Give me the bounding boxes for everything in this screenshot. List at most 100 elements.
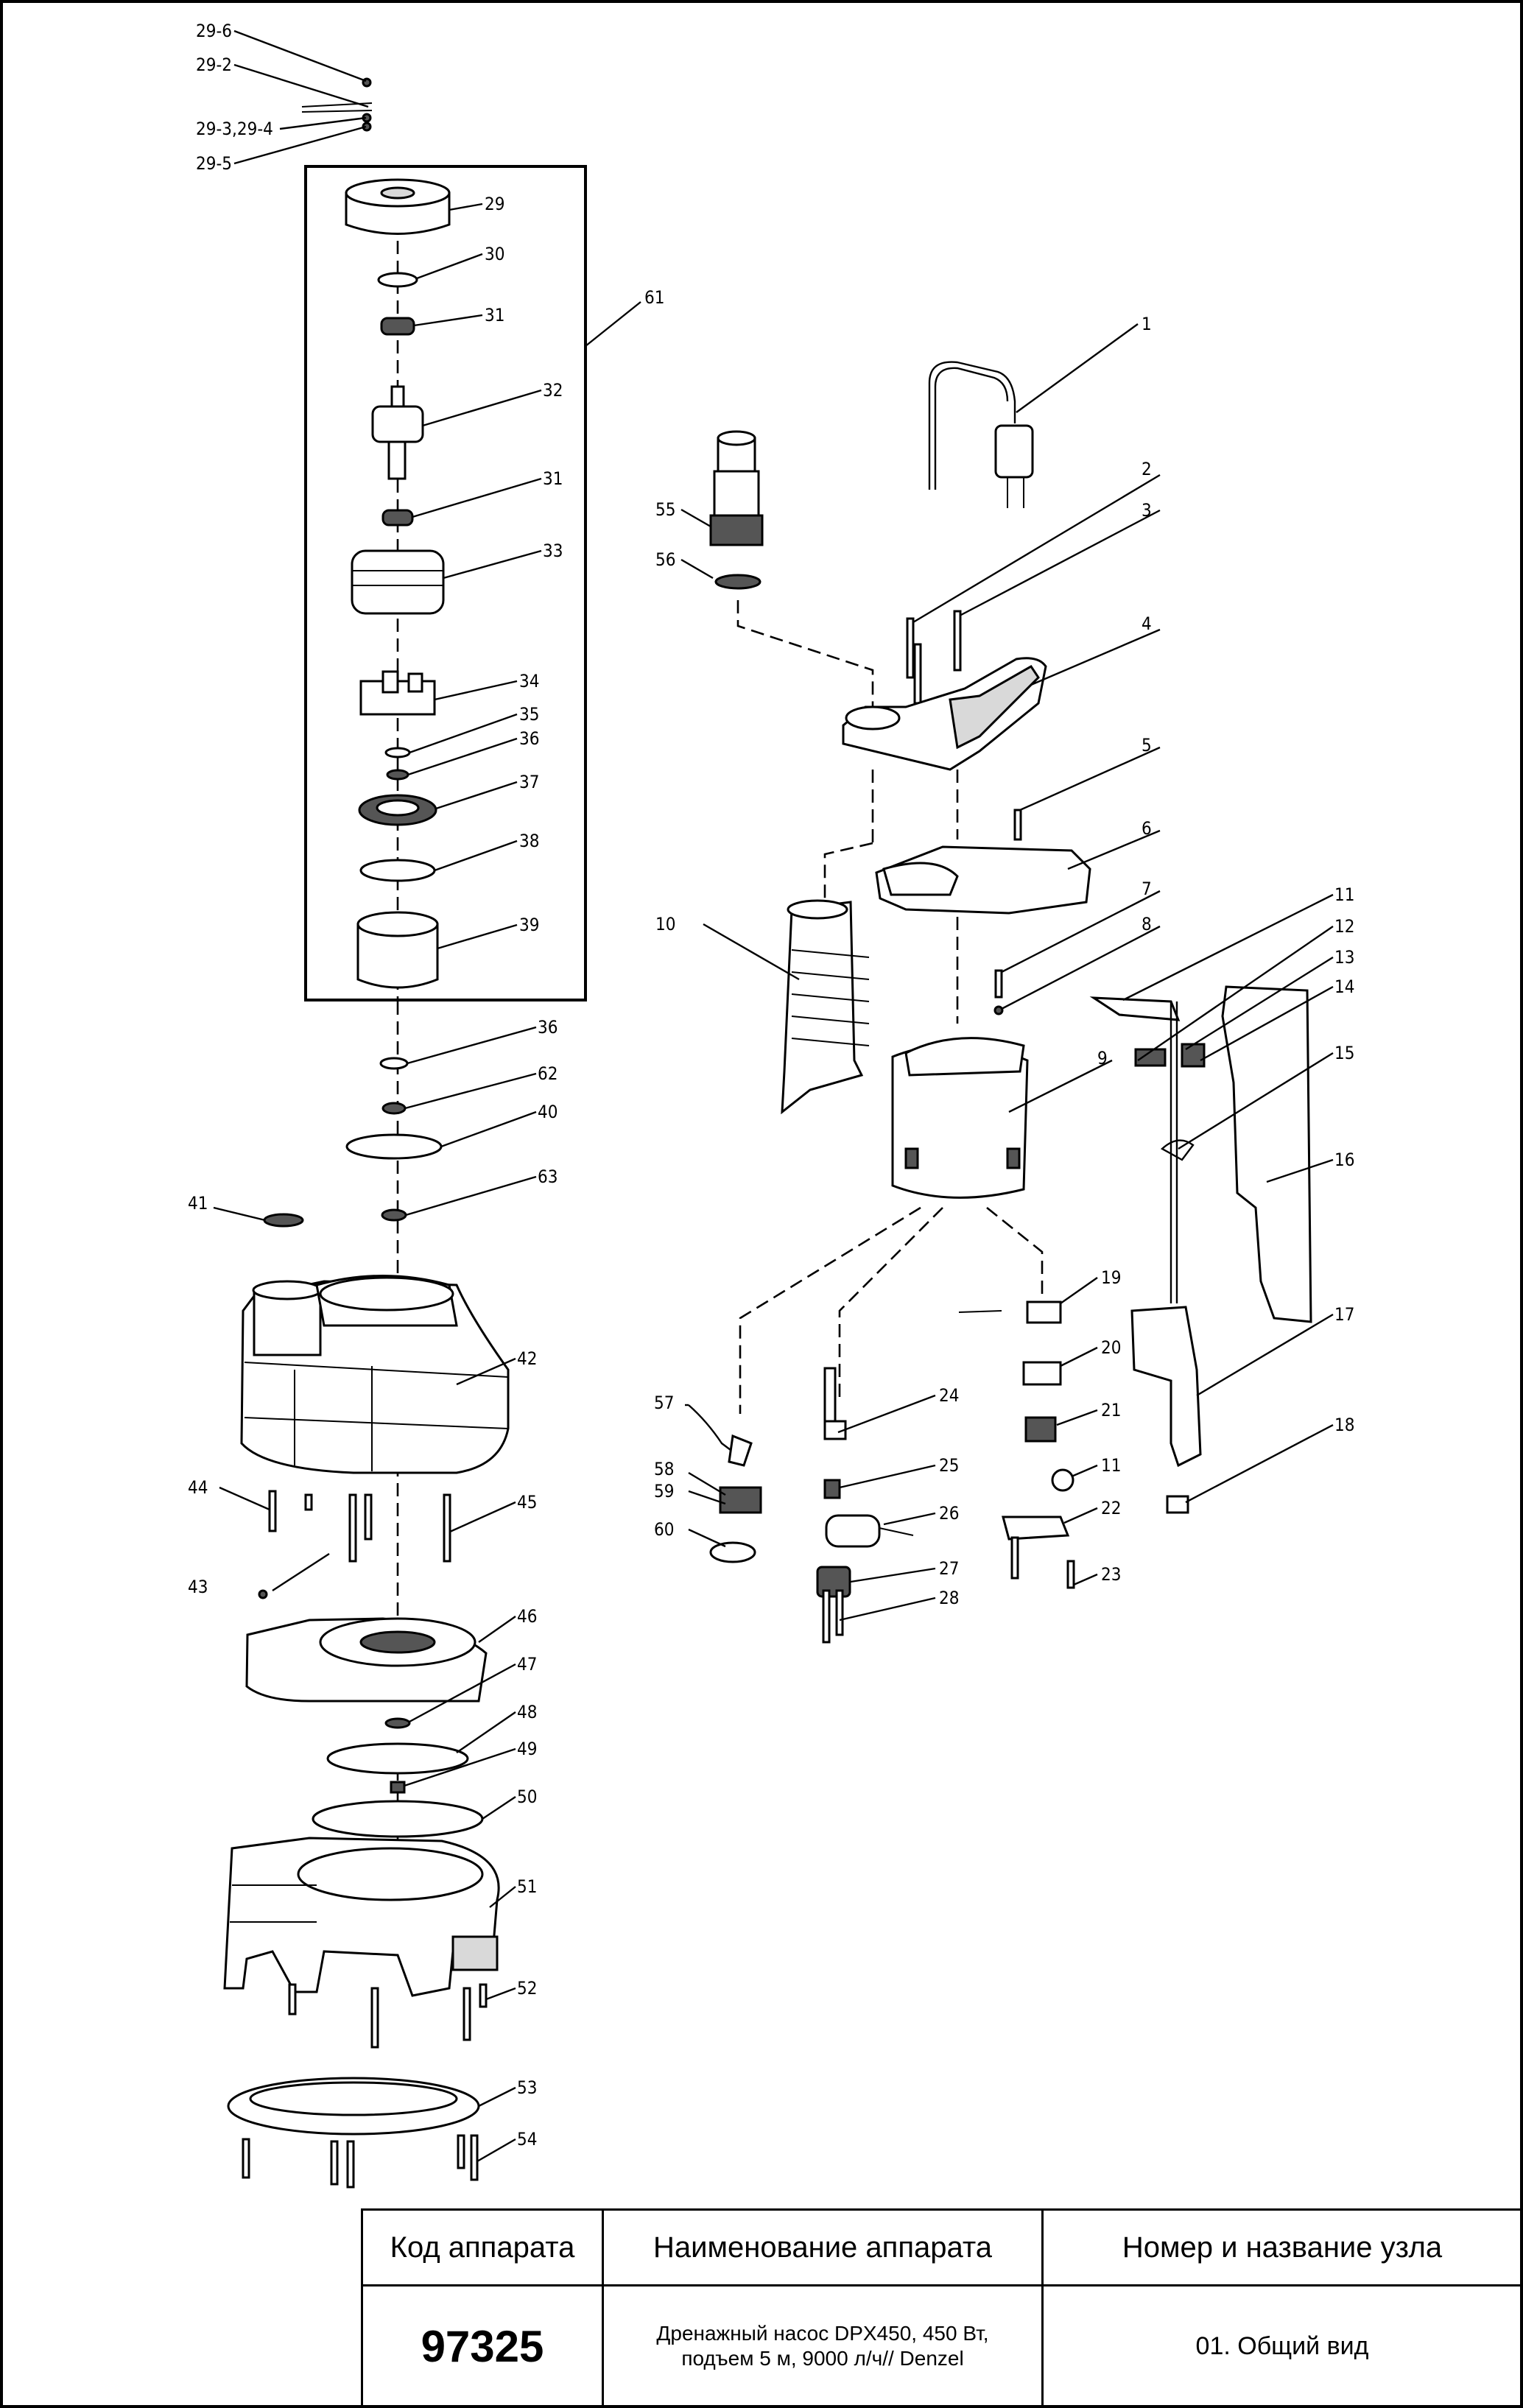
callout-53: 53 <box>517 2077 537 2098</box>
header-code: Код аппарата <box>361 2208 604 2286</box>
part-42-housing <box>240 1275 510 1474</box>
callout-43: 43 <box>188 1577 208 1597</box>
callout-33: 33 <box>543 541 563 561</box>
callout-14: 14 <box>1334 976 1354 997</box>
part-1-cord <box>928 361 1034 508</box>
part-38-oring <box>359 859 436 882</box>
callout-62: 62 <box>538 1063 558 1084</box>
callout-47: 47 <box>517 1654 537 1675</box>
part-40-gasket <box>345 1133 443 1160</box>
part-16-float-arm <box>1221 985 1312 1323</box>
callout-42: 42 <box>517 1348 537 1369</box>
callout-labels: 29-6 29-2 29-3,29-4 29-5 29 30 31 32 31 … <box>188 21 1354 2150</box>
part-53-bottom-plate <box>227 2077 480 2136</box>
callout-48: 48 <box>517 1702 537 1722</box>
part-50-seal <box>312 1800 484 1838</box>
part-33-rotor <box>351 549 445 615</box>
callout-10: 10 <box>655 914 675 934</box>
part-62-washer <box>381 1102 407 1115</box>
callout-15: 15 <box>1334 1043 1354 1063</box>
callout-29-3: 29-3,29-4 <box>196 119 273 139</box>
part-48-impeller <box>326 1742 469 1775</box>
callout-29: 29 <box>485 194 504 214</box>
parts-24-28-capacitor <box>816 1367 914 1644</box>
callout-7: 7 <box>1142 879 1152 899</box>
callout-50: 50 <box>517 1786 537 1807</box>
callout-32: 32 <box>543 380 563 401</box>
callout-36a: 36 <box>519 728 539 749</box>
part-46-volute <box>245 1617 488 1703</box>
callout-6: 6 <box>1142 818 1152 839</box>
part-18-cap <box>1166 1495 1189 1514</box>
callout-23: 23 <box>1101 1564 1121 1585</box>
part-6-motor-cover <box>875 845 1091 915</box>
callout-2: 2 <box>1142 459 1152 479</box>
part-4-top-cover <box>842 657 1047 771</box>
callout-51: 51 <box>517 1876 537 1897</box>
callout-46: 46 <box>517 1606 537 1627</box>
part-36-ring <box>386 769 409 781</box>
callout-4: 4 <box>1142 613 1152 634</box>
part-39-cup <box>356 911 439 989</box>
part-49-nut <box>390 1781 406 1794</box>
callout-49: 49 <box>517 1739 537 1759</box>
callout-41: 41 <box>188 1193 208 1214</box>
callout-36b: 36 <box>538 1017 558 1038</box>
callout-28: 28 <box>939 1588 959 1608</box>
header-name: Наименование аппарата <box>602 2208 1044 2286</box>
leader-lines <box>680 323 1334 1622</box>
callout-31a: 31 <box>485 305 504 325</box>
apparatus-name-line1: Дренажный насос DPX450, 450 Вт, <box>656 2322 989 2345</box>
callout-20: 20 <box>1101 1337 1121 1358</box>
callout-18: 18 <box>1334 1415 1354 1435</box>
part-17-float <box>1130 1306 1202 1468</box>
callout-61: 61 <box>644 287 664 308</box>
callout-63: 63 <box>538 1166 558 1187</box>
parts-57-60-terminals <box>688 1404 762 1563</box>
part-32-shaft <box>371 385 424 480</box>
callout-8: 8 <box>1142 914 1152 934</box>
callout-27: 27 <box>939 1558 959 1579</box>
part-35-ring <box>384 747 411 758</box>
callout-44: 44 <box>188 1477 208 1498</box>
part-47-washer <box>384 1717 411 1729</box>
callout-12: 12 <box>1334 916 1354 937</box>
callout-58: 58 <box>654 1459 674 1479</box>
apparatus-code: 97325 <box>361 2284 604 2408</box>
part-63-washer <box>381 1208 407 1222</box>
callout-35: 35 <box>519 704 539 725</box>
callout-57: 57 <box>654 1393 674 1413</box>
callout-45: 45 <box>517 1492 537 1513</box>
callout-54: 54 <box>517 2129 537 2150</box>
callout-1: 1 <box>1142 314 1152 334</box>
part-37-seal <box>358 794 437 826</box>
callout-25: 25 <box>939 1455 959 1476</box>
callout-21: 21 <box>1101 1400 1121 1420</box>
callout-37: 37 <box>519 772 539 792</box>
callout-16: 16 <box>1334 1150 1354 1170</box>
leader-lines-left <box>213 29 542 2163</box>
part-41-gasket <box>263 1213 304 1228</box>
callout-24: 24 <box>939 1385 959 1406</box>
part-55-outlet <box>709 430 764 546</box>
apparatus-name: Дренажный насос DPX450, 450 Вт, подъем 5… <box>602 2284 1044 2408</box>
apparatus-name-line2: подъем 5 м, 9000 л/ч// Denzel <box>681 2347 964 2370</box>
part-56-ring <box>714 574 762 590</box>
callout-22: 22 <box>1101 1498 1121 1518</box>
parts-19-23-switch <box>958 1300 1075 1589</box>
callout-17: 17 <box>1334 1304 1354 1325</box>
callout-11a: 11 <box>1334 884 1354 905</box>
part-31-bearing-bottom <box>381 509 414 527</box>
part-9-motor-housing <box>891 1037 1029 1199</box>
screws-52 <box>288 1983 488 2049</box>
part-12-switch-bracket <box>1089 996 1206 1303</box>
callout-59: 59 <box>654 1481 674 1502</box>
callout-31b: 31 <box>543 468 563 489</box>
node-name: 01. Общий вид <box>1041 2284 1523 2408</box>
callout-30: 30 <box>485 244 504 264</box>
callout-56: 56 <box>655 549 675 570</box>
callout-39: 39 <box>519 915 539 935</box>
callout-29-5: 29-5 <box>196 153 232 174</box>
